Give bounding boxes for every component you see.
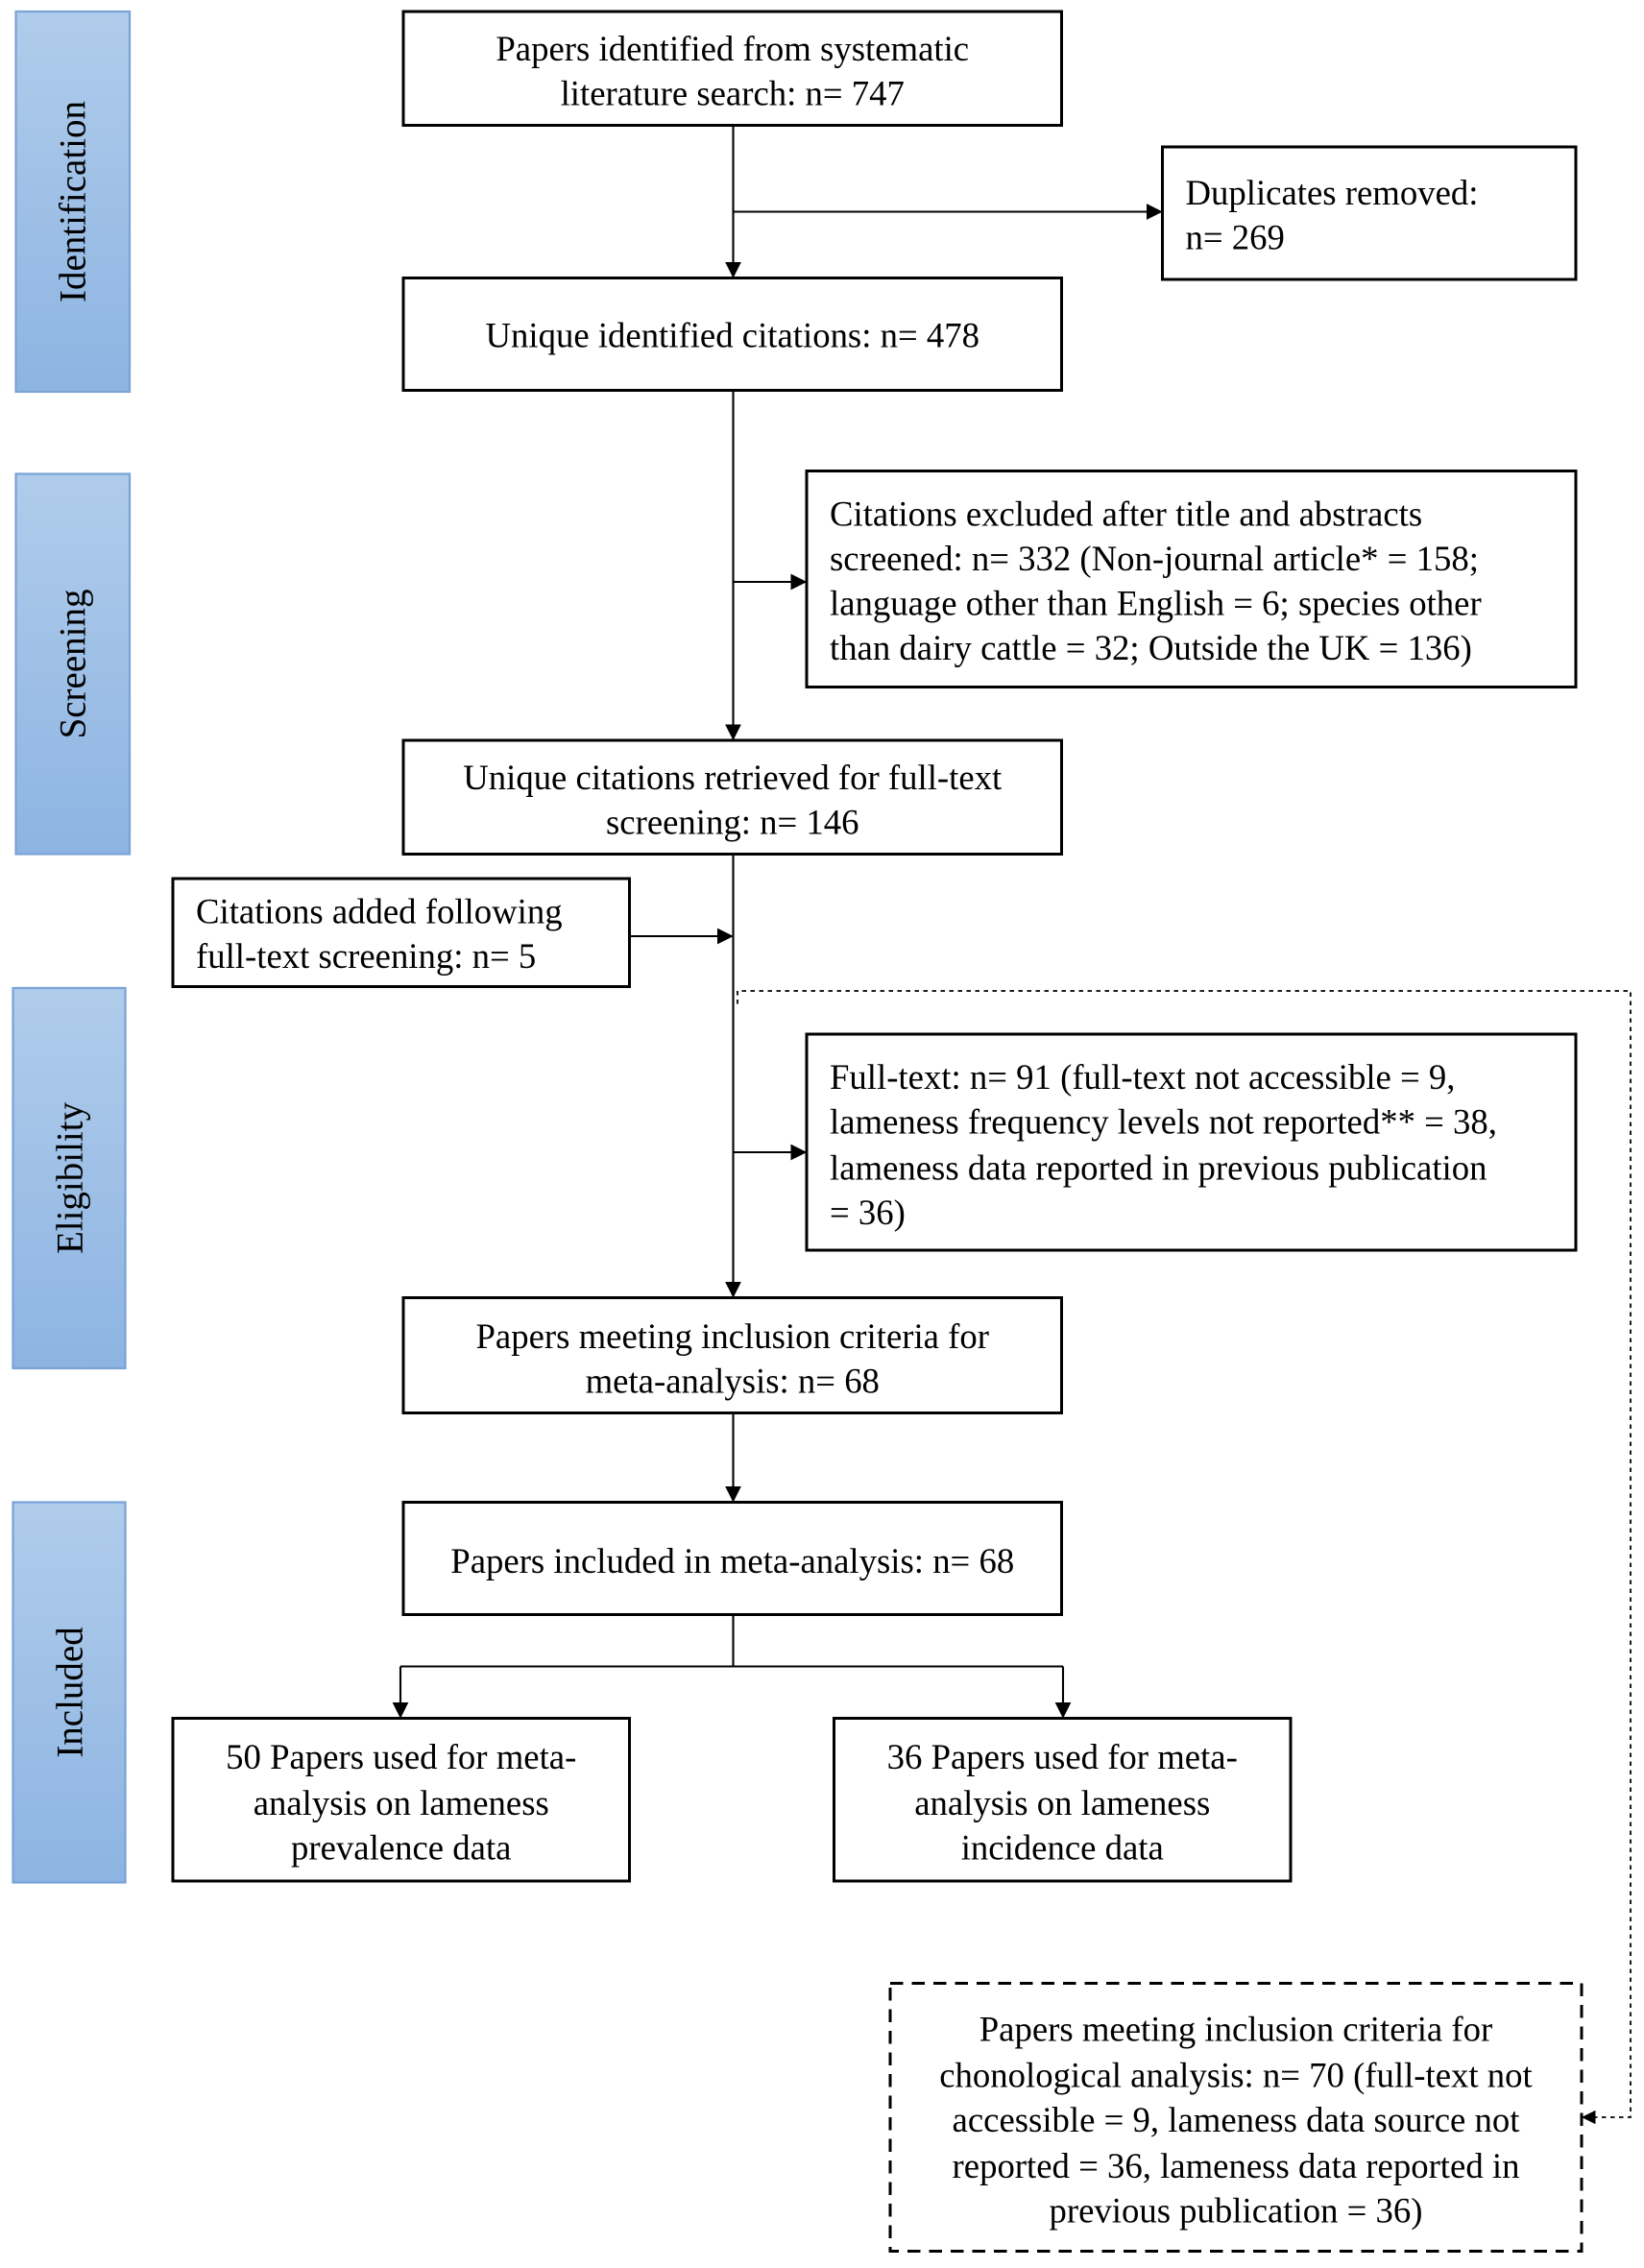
box-line: chonological analysis: n= 70 (full-text … (939, 2055, 1533, 2094)
box-line: screening: n= 146 (606, 802, 859, 841)
box-line: = 36) (830, 1193, 906, 1232)
stage-identification: Identification (14, 10, 132, 394)
box-line: Citations excluded after title and abstr… (830, 494, 1422, 533)
connectors (392, 125, 1632, 2125)
box-retrieved: Unique citations retrieved for full-text… (401, 738, 1064, 856)
box-included: Papers included in meta-analysis: n= 68 (401, 1500, 1064, 1616)
stage-label: Identification (53, 101, 94, 302)
box-line: Duplicates removed: (1186, 173, 1479, 212)
box-line: Papers included in meta-analysis: n= 68 (450, 1541, 1014, 1580)
box-meeting-criteria: Papers meeting inclusion criteria for me… (401, 1295, 1064, 1414)
box-line: n= 269 (1186, 217, 1285, 256)
box-line: 50 Papers used for meta- (226, 1737, 576, 1776)
stage-included: Included (12, 1501, 127, 1884)
box-fulltext-excluded: Full-text: n= 91 (full-text not accessib… (805, 1032, 1578, 1252)
box-line: Full-text: n= 91 (full-text not accessib… (830, 1057, 1456, 1097)
box-prevalence: 50 Papers used for meta- analysis on lam… (171, 1716, 632, 1883)
box-line: meta-analysis: n= 68 (586, 1361, 880, 1400)
stage-label: Included (50, 1627, 91, 1758)
box-unique: Unique identified citations: n= 478 (401, 276, 1064, 392)
box-line: Unique citations retrieved for full-text (463, 758, 1002, 797)
box-line: Citations added following (196, 891, 563, 930)
box-line: Papers meeting inclusion criteria for (475, 1316, 989, 1356)
box-line: incidence data (961, 1827, 1164, 1867)
box-line: lameness data reported in previous publi… (830, 1147, 1487, 1187)
stage-eligibility: Eligibility (12, 986, 127, 1370)
stage-screening: Screening (14, 472, 132, 856)
box-incidence: 36 Papers used for meta- analysis on lam… (833, 1716, 1293, 1883)
box-line: lameness frequency levels not reported**… (830, 1101, 1497, 1141)
box-line: reported = 36, lameness data reported in (953, 2146, 1520, 2185)
box-line: Papers identified from systematic (496, 29, 969, 68)
stage-label: Eligibility (50, 1101, 91, 1254)
box-line: screened: n= 332 (Non-journal article* =… (830, 539, 1479, 578)
box-excluded-title: Citations excluded after title and abstr… (805, 469, 1578, 688)
box-added: Citations added following full-text scre… (171, 877, 632, 988)
stage-label: Screening (53, 590, 94, 739)
box-line: 36 Papers used for meta- (887, 1737, 1238, 1776)
box-line: previous publication = 36) (1049, 2190, 1422, 2230)
box-line: literature search: n= 747 (561, 73, 905, 112)
box-line: prevalence data (291, 1827, 511, 1867)
box-line: Papers meeting inclusion criteria for (979, 2009, 1493, 2048)
box-chronological: Papers meeting inclusion criteria for ch… (888, 1981, 1584, 2253)
box-line: Unique identified citations: n= 478 (486, 315, 980, 354)
box-duplicates: Duplicates removed: n= 269 (1161, 145, 1578, 281)
box-line: language other than English = 6; species… (830, 583, 1482, 622)
box-line: analysis on lameness (914, 1783, 1210, 1822)
box-identified: Papers identified from systematic litera… (401, 10, 1064, 127)
box-line: full-text screening: n= 5 (196, 936, 536, 976)
box-line: than dairy cattle = 32; Outside the UK =… (830, 628, 1472, 667)
box-line: analysis on lameness (254, 1783, 549, 1822)
box-line: accessible = 9, lameness data source not (953, 2100, 1520, 2139)
